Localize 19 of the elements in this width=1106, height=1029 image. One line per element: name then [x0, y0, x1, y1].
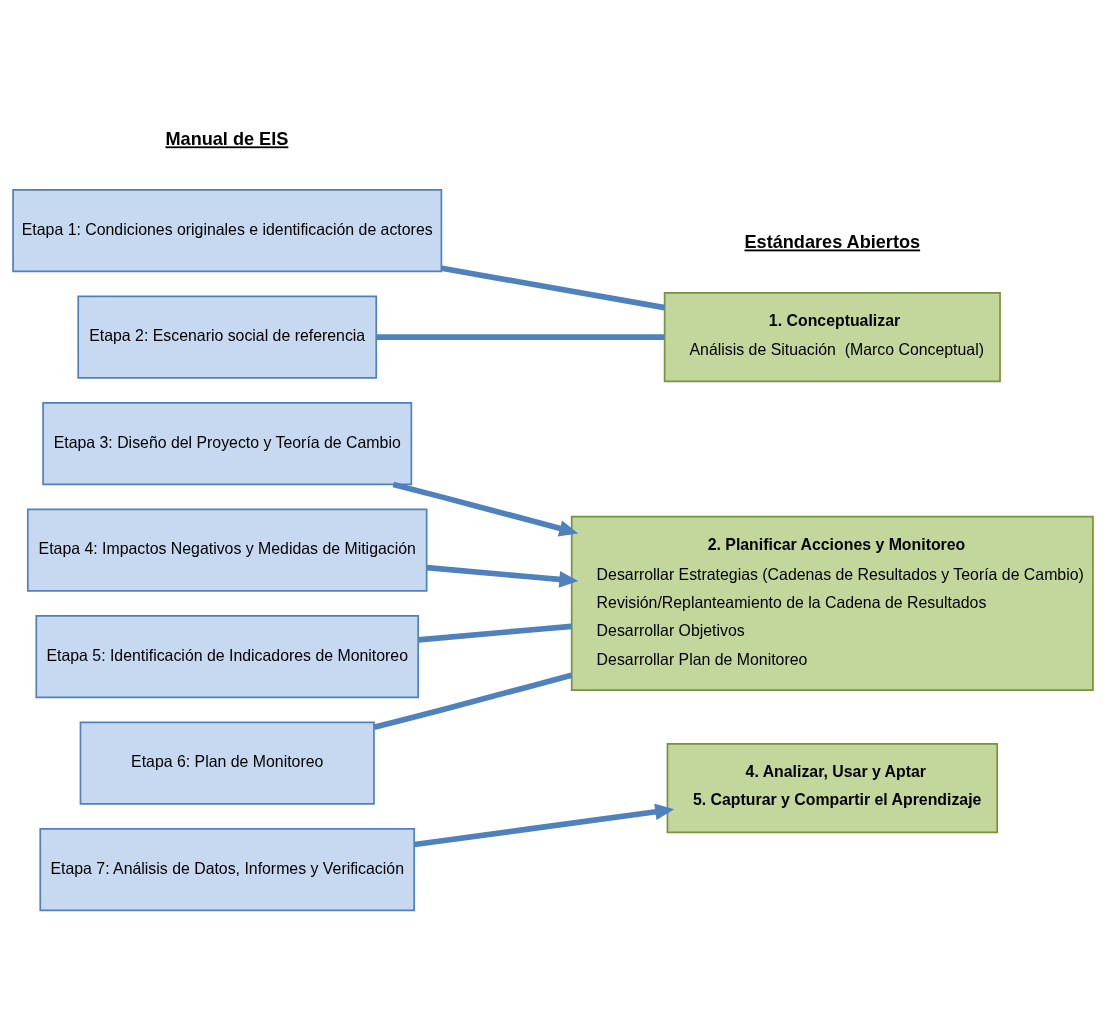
node-box: Etapa 2: Escenario social de referencia	[77, 294, 378, 379]
connector	[376, 333, 665, 340]
connector	[418, 623, 572, 643]
node-box: 4. Analizar, Usar y Aptar 5. Capturar y Compartir el Aprendizaje	[666, 742, 999, 833]
node-box: Etapa 3: Diseño del Proyecto y Teoría de Cambio	[42, 401, 413, 485]
node-box: Etapa 7: Análisis de Datos, Informes y Verificación	[39, 827, 416, 911]
node-box: Etapa 5: Identificación de Indicadores de Monitoreo	[35, 614, 419, 698]
node-box: Etapa 1: Condiciones originales e identificación de actores	[12, 188, 443, 272]
arrow	[426, 564, 579, 588]
node-box: Etapa 4: Impactos Negativos y Medidas de Mitigación	[26, 507, 428, 592]
arrow	[414, 803, 675, 847]
label: Manual de EIS	[165, 128, 289, 149]
node-box: Etapa 6: Plan de Monitoreo	[79, 721, 375, 805]
node-box: 1. Conceptualizar Análisis de Situación (Marco Conceptual)	[663, 291, 1001, 382]
arrow	[392, 481, 579, 536]
node-box: 2. Planificar Acciones y Monitoreo Desarrollar Estrategias (Cadenas de Resultados y Teoría de Cambio) Revisión/Replanteamiento de la Cadena de Resultados Desarrollar Objetivos Desarrollar Plan de Monitoreo	[570, 515, 1094, 691]
connector	[373, 672, 573, 730]
connector	[441, 265, 666, 310]
label: Estándares Abiertos	[744, 231, 921, 252]
